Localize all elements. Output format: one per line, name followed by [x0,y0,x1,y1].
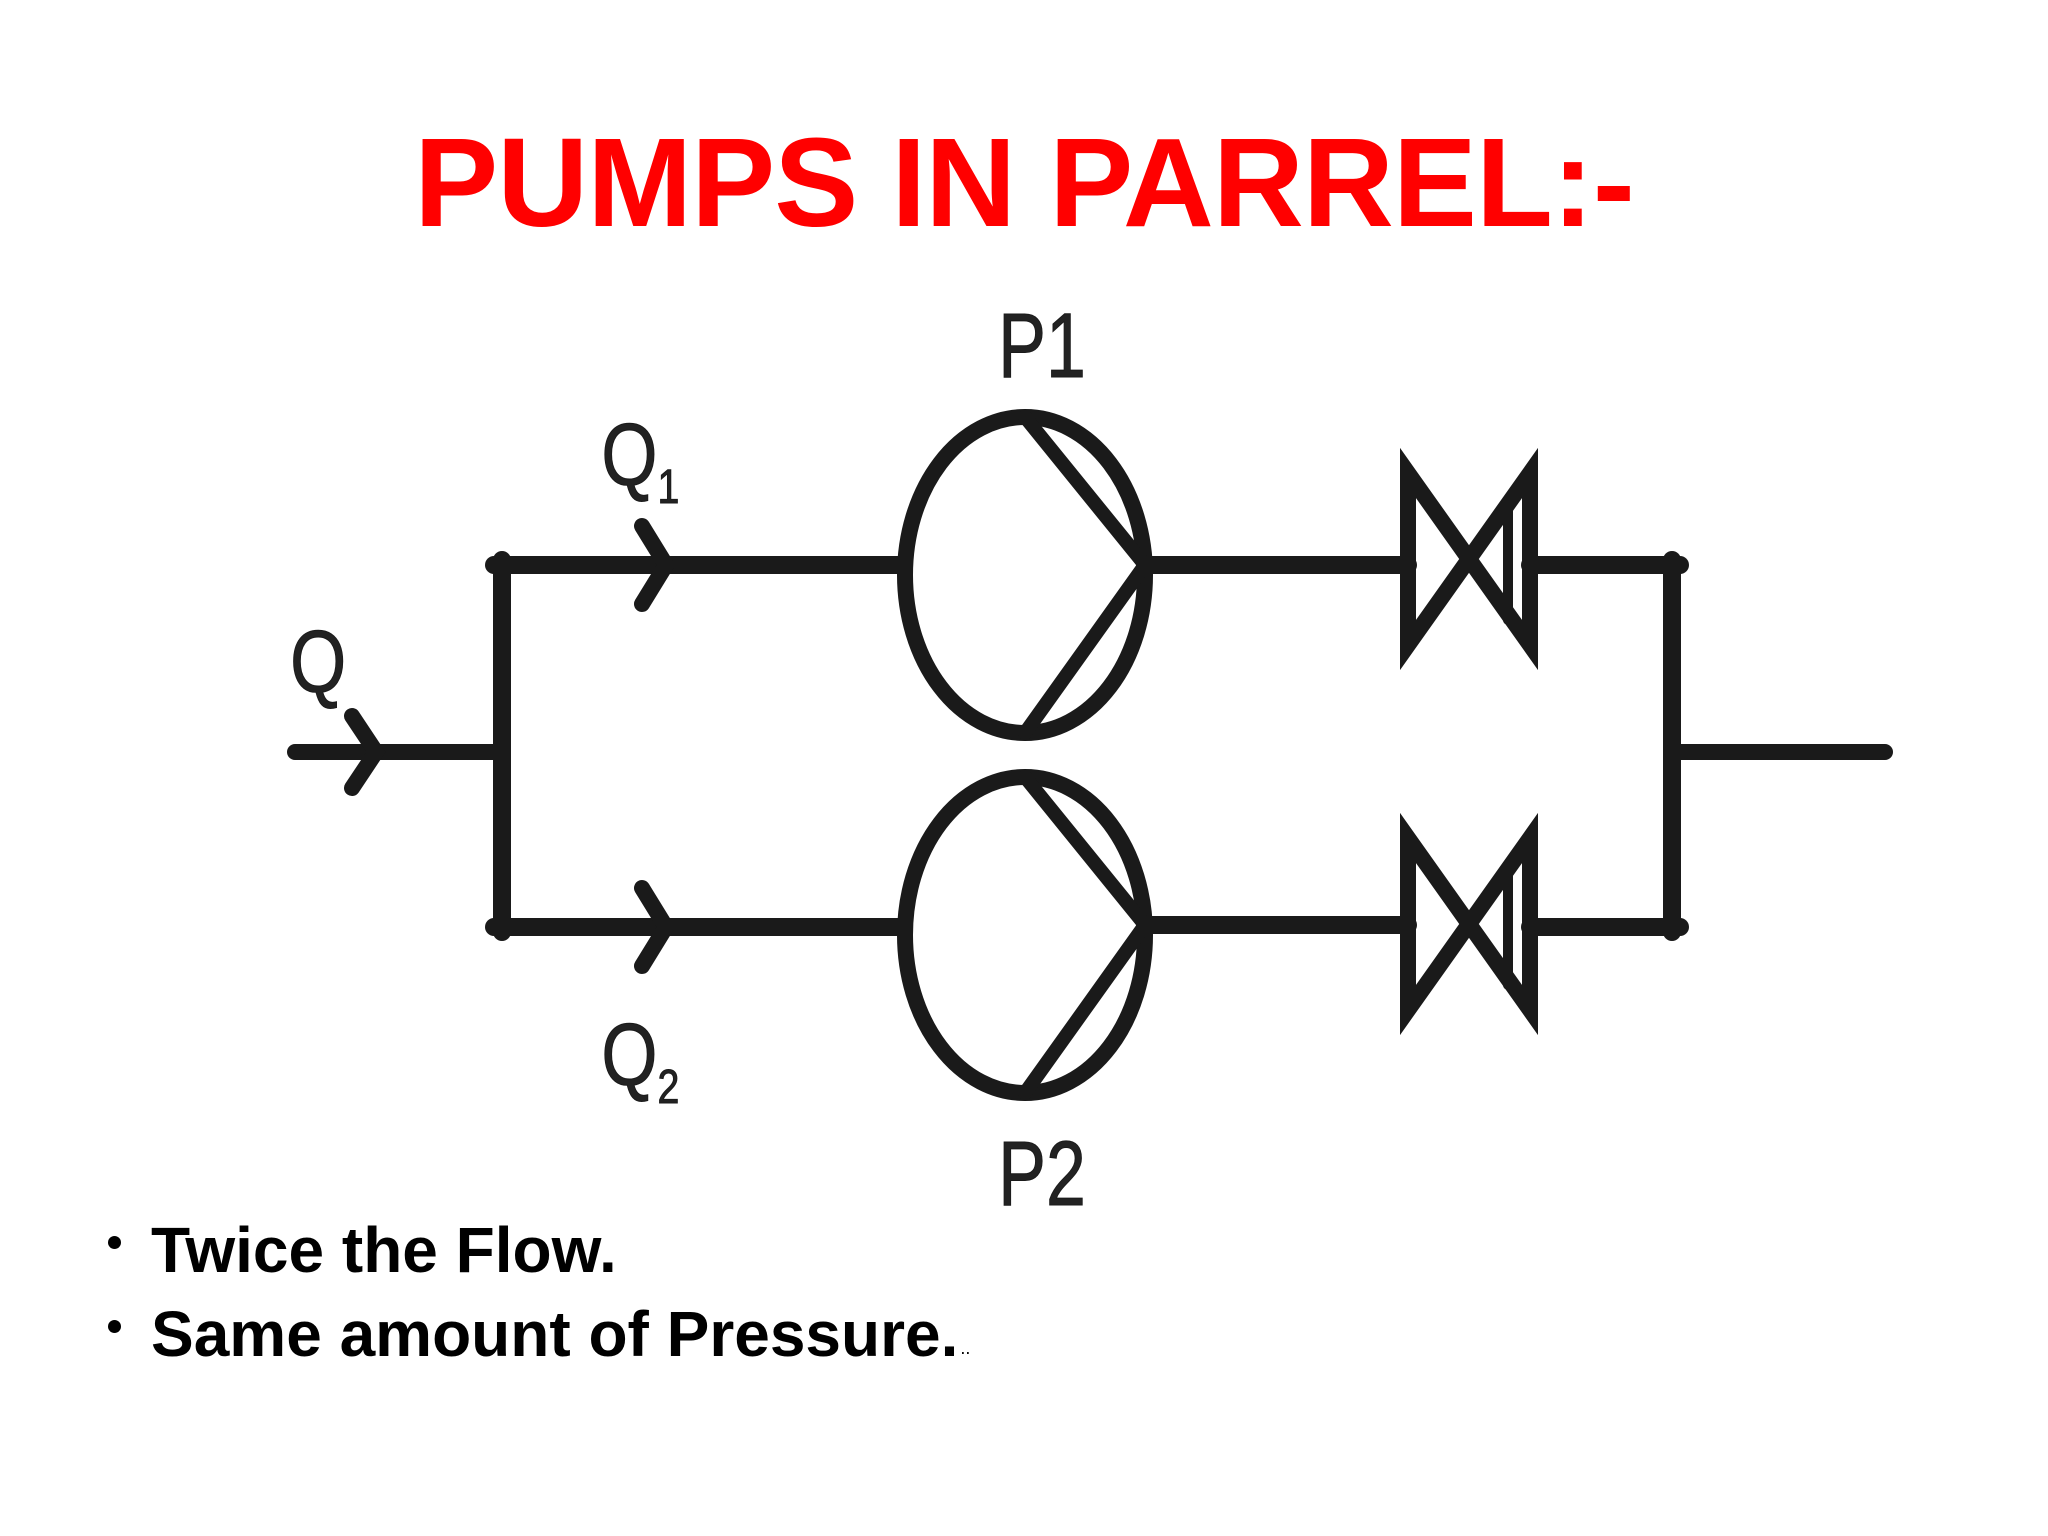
bullet-text-1: Twice the Flow. [151,1214,617,1286]
bullet-item-1: Twice the Flow. [108,1208,970,1292]
inlet-flow-label: Q [290,613,346,711]
bullet-text-2: Same amount of Pressure. [151,1298,959,1370]
top-branch-flow-label-sub: 1 [658,460,680,514]
bullet-list: Twice the Flow. Same amount of Pressure.… [108,1208,970,1376]
bottom-valve-symbol [1400,812,1538,1036]
pump-p2-symbol [897,769,1153,1101]
bottom-branch-flow-label-sub: 2 [658,1060,680,1114]
inlet-flow-arrow [344,708,386,796]
top-valve-symbol [1400,447,1538,671]
bottom-branch-flow-arrow [634,880,676,974]
pump-p1-symbol [897,409,1153,741]
slide-title: PUMPS IN PARREL:- [414,112,1635,253]
top-branch-flow-label: Q1 [601,406,679,514]
top-branch-flow-arrow [634,518,676,612]
pump-p2-label: P2 [998,1122,1086,1225]
top-branch-flow-label-main: Q [601,406,657,504]
bullet-dot-icon [108,1235,121,1249]
bottom-branch-flow-label: Q2 [601,1006,679,1114]
bullet-trailing-dots: .. [960,1338,971,1358]
bottom-branch-flow-label-main: Q [601,1006,657,1104]
pump-p1-label: P1 [998,294,1086,397]
bullet-dot-icon [108,1319,121,1333]
bullet-item-2: Same amount of Pressure... [108,1292,970,1376]
